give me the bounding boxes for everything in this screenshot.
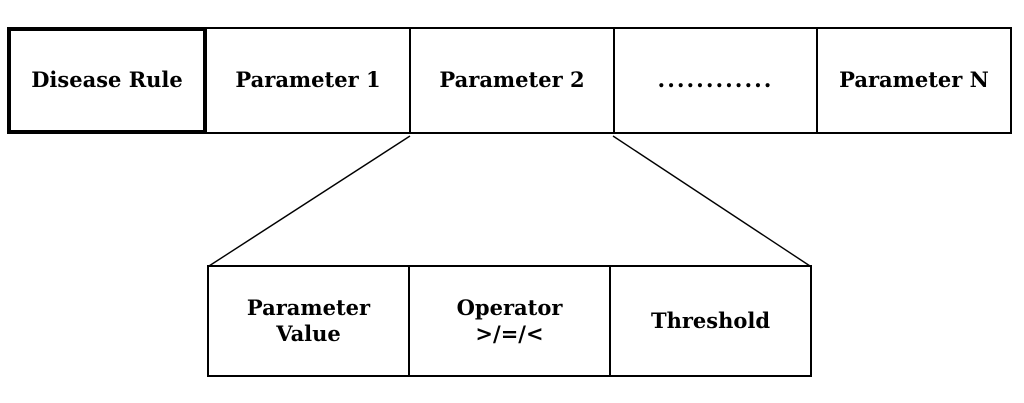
ellipsis-label: ............ bbox=[657, 66, 774, 93]
operator-label-line2: >/=/< bbox=[475, 321, 544, 346]
parameter-value-label-line2: Value bbox=[276, 321, 341, 346]
parameter-1-box: Parameter 1 bbox=[207, 29, 411, 132]
parameter-value-box: Parameter Value bbox=[209, 267, 410, 375]
parameter-value-label-line1: Parameter bbox=[246, 294, 371, 320]
connector-line-left bbox=[208, 135, 411, 267]
parameter-2-box: Parameter 2 bbox=[411, 29, 615, 132]
parameter-2-label: Parameter 2 bbox=[439, 67, 585, 93]
disease-rule-label: Disease Rule bbox=[31, 67, 183, 93]
ellipsis-box: ............ bbox=[615, 29, 818, 132]
parameter-detail-row: Parameter Value Operator >/=/< Threshold bbox=[207, 265, 812, 377]
operator-box: Operator >/=/< bbox=[410, 267, 611, 375]
operator-label-line1: Operator bbox=[456, 294, 563, 320]
parameter-n-box: Parameter N bbox=[818, 29, 1010, 132]
threshold-label-line1: Threshold bbox=[650, 307, 771, 333]
disease-rule-row: Disease Rule Parameter 1 Parameter 2 ...… bbox=[7, 27, 1012, 134]
parameter-n-label: Parameter N bbox=[839, 67, 989, 93]
threshold-box: Threshold bbox=[611, 267, 810, 375]
parameter-1-label: Parameter 1 bbox=[235, 67, 381, 93]
connector-line-right bbox=[612, 135, 811, 267]
disease-rule-box: Disease Rule bbox=[9, 29, 207, 132]
